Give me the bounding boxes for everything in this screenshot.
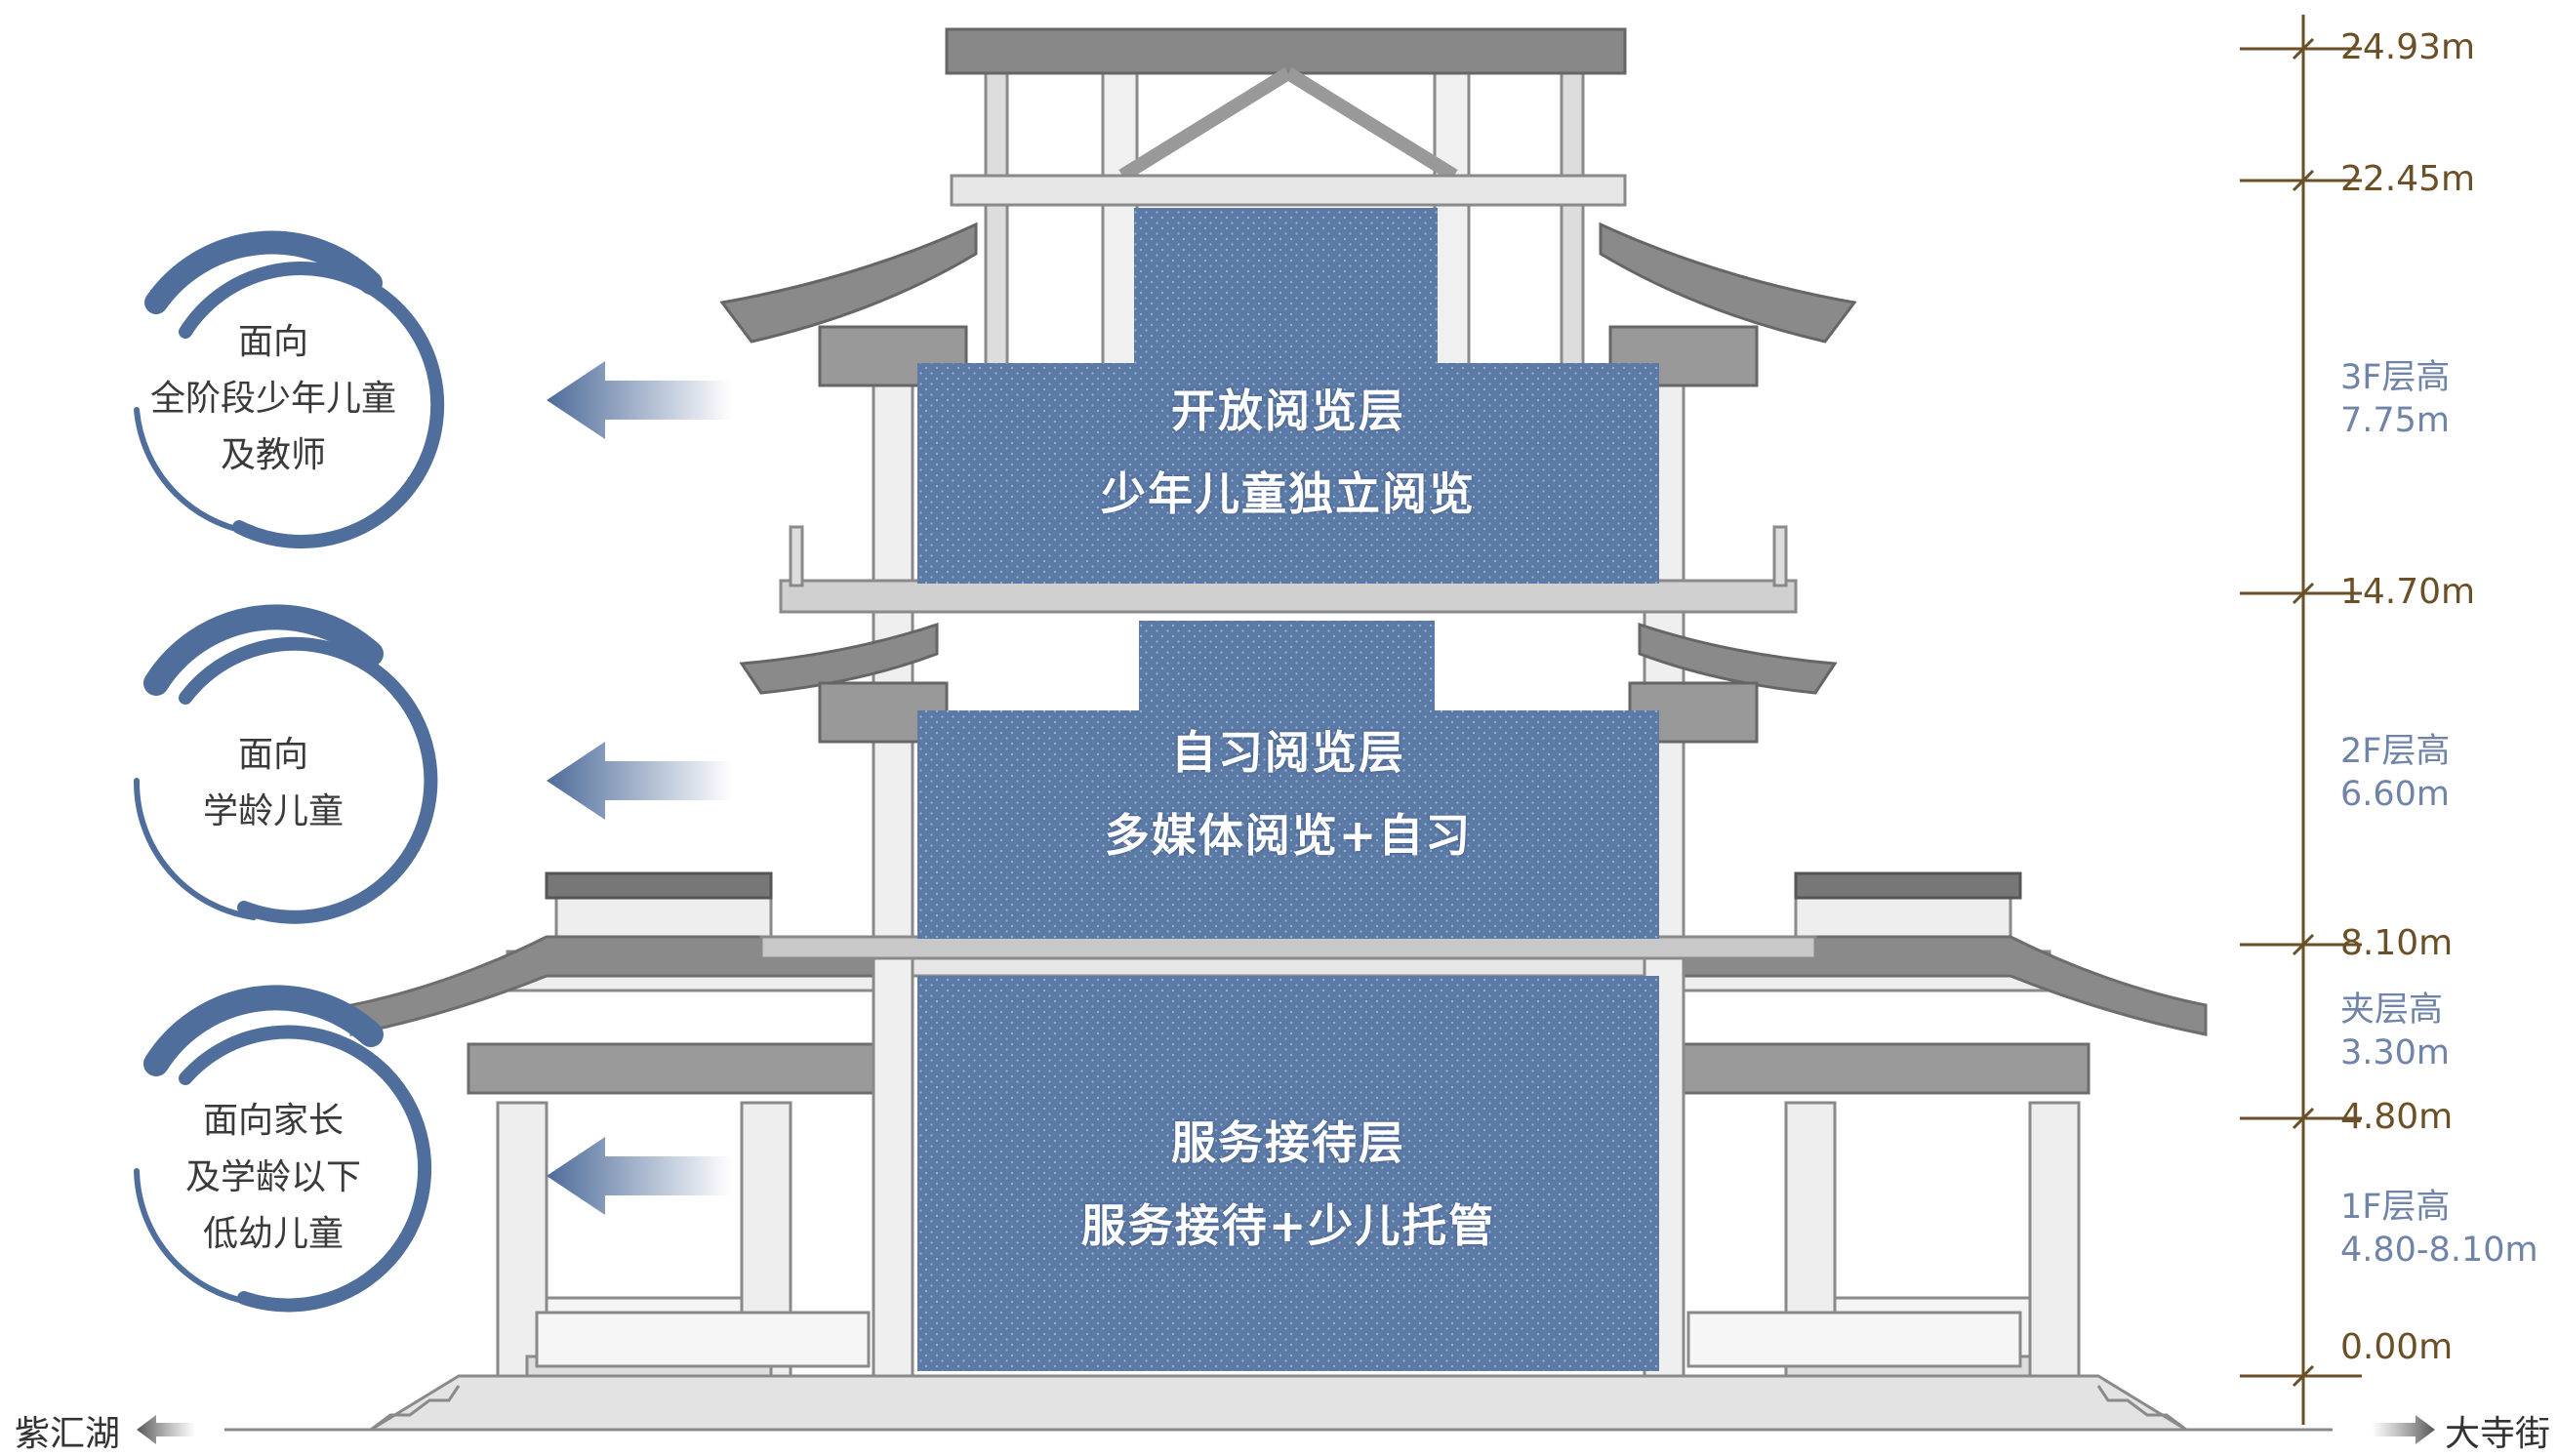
story-height-3f-value: 7.75m (2340, 401, 2451, 440)
floor-1f-title: 服务接待层 (1171, 1116, 1405, 1169)
main-frame (535, 27, 2022, 1378)
ring-3 (134, 985, 432, 1313)
audience-3-line-3: 低幼儿童 (202, 1214, 344, 1254)
elevation-label: 0.00m (2340, 1327, 2454, 1367)
audience-arrows (547, 361, 732, 1215)
audience-1-line-2: 全阶段少年儿童 (149, 379, 396, 419)
direction-arrows (137, 1415, 2435, 1444)
story-height-1f: 1F层高 4.80-8.10m (2340, 1186, 2538, 1272)
arrow-2f (547, 742, 732, 820)
elevation-label: 8.10m (2340, 923, 2454, 963)
story-height-3f-name: 3F层高 (2340, 358, 2451, 397)
elevation-label: 22.45m (2340, 159, 2476, 199)
story-height-mezzanine-value: 3.30m (2340, 1033, 2451, 1072)
story-height-3f: 3F层高 7.75m (2340, 356, 2450, 442)
audience-3-line-2: 及学龄以下 (184, 1157, 361, 1197)
story-height-2f-name: 2F层高 (2340, 732, 2451, 771)
audience-1-line-1: 面向 (237, 322, 308, 362)
ring-1 (134, 230, 445, 549)
floor-2f-subtitle: 多媒体阅览+自习 (1104, 809, 1473, 862)
story-height-1f-name: 1F层高 (2340, 1188, 2451, 1227)
ring-2 (133, 604, 438, 924)
story-height-2f-value: 6.60m (2340, 775, 2451, 814)
floor-3f-title: 开放阅览层 (1171, 384, 1405, 437)
floor-zones (917, 208, 1659, 1371)
elevation-axis (2240, 15, 2362, 1425)
audience-2-line-2: 学龄儿童 (202, 791, 344, 831)
left-pavilion (349, 871, 900, 1378)
audience-1-line-3: 及教师 (220, 435, 326, 475)
floor-3f-subtitle: 少年儿童独立阅览 (1101, 467, 1476, 520)
arrow-1f (547, 1137, 732, 1215)
ink-rings (133, 230, 445, 1313)
story-height-mezzanine-name: 夹层高 (2340, 991, 2444, 1030)
audience-3-text: 面向家长 及学龄以下 低幼儿童 (127, 1093, 420, 1263)
audience-1-text: 面向 全阶段少年儿童 及教师 (127, 314, 420, 484)
elevation-label: 14.70m (2340, 572, 2476, 612)
elevation-ticks (2240, 37, 2362, 1388)
arrow-3f (547, 361, 732, 439)
left-direction-arrow (137, 1415, 195, 1444)
audience-3-line-1: 面向家长 (202, 1101, 344, 1141)
elevation-label: 4.80m (2340, 1097, 2454, 1137)
audience-2-text: 面向 学龄儿童 (127, 727, 420, 840)
elevation-label: 24.93m (2340, 27, 2476, 67)
story-height-1f-value: 4.80-8.10m (2340, 1231, 2538, 1270)
direction-right-label: 大寺街 (2445, 1414, 2551, 1454)
audience-2-line-1: 面向 (237, 735, 308, 775)
story-height-mezzanine: 夹层高 3.30m (2340, 989, 2450, 1074)
direction-left-label: 紫汇湖 (15, 1414, 121, 1454)
story-height-2f: 2F层高 6.60m (2340, 730, 2450, 816)
right-direction-arrow (2372, 1415, 2435, 1444)
ground (224, 1374, 2333, 1432)
floor-1f-subtitle: 服务接待+少儿托管 (1080, 1199, 1496, 1252)
floor-2f-title: 自习阅览层 (1171, 726, 1405, 779)
